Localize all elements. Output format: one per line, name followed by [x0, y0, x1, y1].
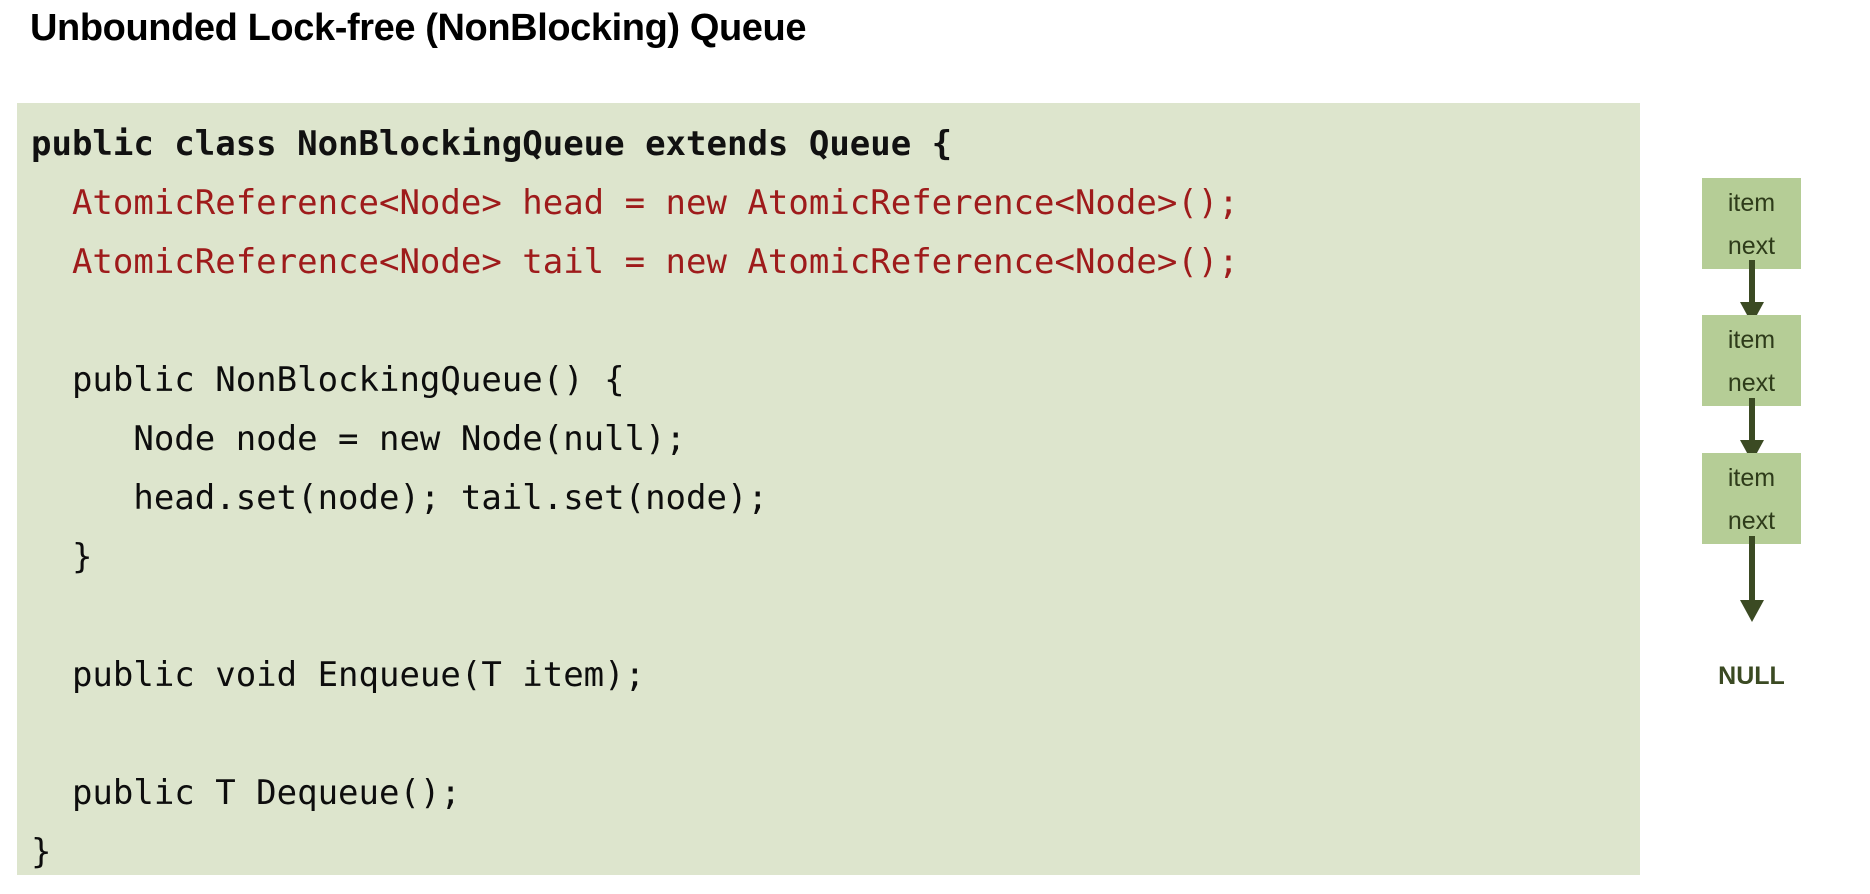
- arrow-shaft: [1749, 398, 1755, 446]
- code-line: AtomicReference<Node> tail = new AtomicR…: [31, 242, 1239, 282]
- node-box: item next: [1702, 178, 1801, 269]
- code-line: Node node = new Node(null);: [31, 419, 687, 459]
- linked-list-diagram: item next item next item next NULL: [1660, 140, 1860, 740]
- arrow-shaft: [1749, 260, 1755, 308]
- code-listing: public class NonBlockingQueue extends Qu…: [31, 115, 1640, 882]
- code-line: AtomicReference<Node> head = new AtomicR…: [31, 183, 1239, 223]
- null-terminator-label: NULL: [1718, 662, 1785, 690]
- code-line: public T Dequeue();: [31, 773, 461, 813]
- arrow-head: [1740, 600, 1764, 622]
- node-box: item next: [1702, 453, 1801, 544]
- node-field-item: item: [1727, 189, 1776, 217]
- node-field-next: next: [1727, 369, 1776, 397]
- code-line: public NonBlockingQueue() {: [31, 360, 625, 400]
- arrow-shaft: [1749, 536, 1755, 608]
- code-line: public class NonBlockingQueue extends Qu…: [31, 124, 953, 164]
- code-panel: public class NonBlockingQueue extends Qu…: [17, 103, 1640, 875]
- code-line-blank: [31, 587, 1640, 646]
- node-field-next: next: [1727, 507, 1776, 535]
- code-line: head.set(node); tail.set(node);: [31, 478, 768, 518]
- code-line: }: [31, 537, 93, 577]
- page-title: Unbounded Lock-free (NonBlocking) Queue: [30, 7, 807, 49]
- node-box: item next: [1702, 315, 1801, 406]
- code-line-blank: [31, 292, 1640, 351]
- arrow-down-icon: [1740, 536, 1764, 632]
- node-field-item: item: [1727, 326, 1776, 354]
- code-line: }: [31, 832, 52, 872]
- node-field-item: item: [1727, 464, 1776, 492]
- node-field-next: next: [1727, 232, 1776, 260]
- code-line: public void Enqueue(T item);: [31, 655, 646, 695]
- code-line-blank: [31, 705, 1640, 764]
